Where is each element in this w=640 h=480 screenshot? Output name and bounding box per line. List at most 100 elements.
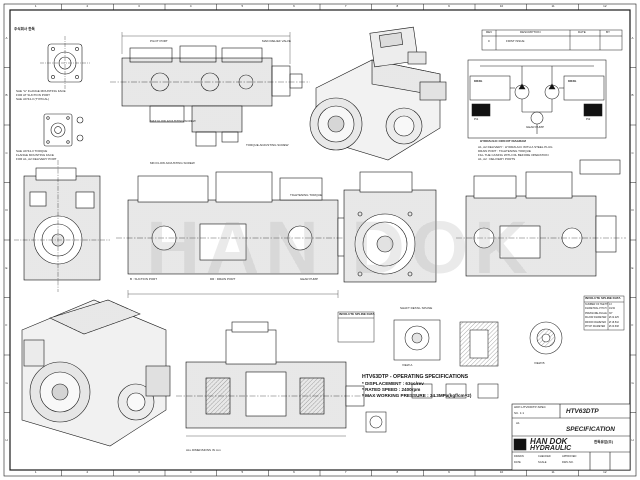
- zone-column-label: 10: [499, 470, 504, 474]
- spline-row-label: MINOR DIAMETER: [585, 320, 606, 324]
- rev-header-date: DATE: [578, 30, 586, 34]
- zone-column-label: 9: [448, 470, 450, 474]
- spline-row-value: 16/32: [609, 307, 615, 311]
- callout-min-flow: MIN FLOW ADJUSTING SCREW: [150, 161, 195, 165]
- note-drain: DRAIN PORT : TIGHTENING TORQUE: [478, 149, 531, 153]
- zone-row-label: E: [5, 265, 8, 270]
- mount-note-4: SAE J2744-3 TORQUE: [16, 149, 48, 153]
- zone-row-label: D: [631, 208, 634, 213]
- pump-section-view: [176, 321, 376, 437]
- title-block-brand-2: HYDRAULIC: [530, 445, 572, 452]
- zone-column-label: 4: [189, 470, 192, 474]
- label-drain: DR : DRAIN PORT: [210, 277, 236, 281]
- spline-row-value: 30°: [609, 311, 613, 315]
- title-block-label: DRAWN: [514, 455, 524, 458]
- title-block-label: DATE: [514, 461, 521, 464]
- zone-column-label: 11: [551, 4, 555, 8]
- circuit-title: HYDRAULIC CIRCUIT DIAGRAM: [480, 139, 526, 143]
- pump-isometric-top: [309, 26, 447, 161]
- circuit-regulator-b: KR3G: [568, 79, 577, 83]
- spline-table-title: INVOLUTE SPLINE DATA: [585, 296, 621, 300]
- label-gear-pump: GEAR PUMP: [300, 277, 319, 281]
- circuit-pilot-b: Pi2: [586, 117, 591, 121]
- zone-column-label: 2: [86, 470, 89, 474]
- callout-pilot-port: PILOT PORT: [150, 39, 168, 43]
- footer-note: ALL DIMENSIONS IN mm: [186, 448, 221, 452]
- title-block-company-kr: 한독유압(주): [594, 440, 613, 444]
- spline-row-label: NUMBER OF TEETH: [585, 303, 608, 306]
- zone-column-label: 5: [241, 4, 244, 8]
- title-block-label: CHECKED: [538, 455, 551, 458]
- zone-row-label: F: [631, 323, 634, 328]
- spline-data-table: [583, 295, 625, 331]
- zone-row-label: H: [631, 438, 634, 443]
- zone-row-label: G: [5, 380, 8, 385]
- callout-torque-adj: TORQUE ADJUSTING SCREW: [246, 143, 289, 147]
- title-block-sheet-size: A1: [516, 421, 520, 425]
- zone-column-label: 5: [241, 470, 244, 474]
- callout-main-relief: MAIN RELIEF VALVE: [262, 39, 291, 43]
- spline-row-label: MAJOR DIAMETER: [585, 316, 607, 320]
- rev-header-desc: DESCRIPTION: [520, 30, 541, 34]
- circuit-regulator-a: KR3G: [474, 79, 483, 83]
- label-suction: B : SUCTION PORT: [130, 277, 158, 281]
- zone-column-label: 6: [293, 4, 295, 8]
- zone-row-label: A: [5, 35, 8, 40]
- note-fill: FILL THE CASING WITH OIL BEFORE OPERATIO…: [478, 153, 549, 157]
- company-code: 주식회사 한독: [14, 27, 35, 31]
- revision-table: [481, 29, 623, 51]
- zone-column-label: 6: [293, 470, 295, 474]
- label-shaft-detail: SHAFT DETAIL SPLINE: [400, 306, 433, 310]
- callout-max-flow: MAX FLOW ADJUSTING SCREW: [150, 119, 196, 123]
- callout-tightening: TIGHTENING TORQUE: [290, 193, 323, 197]
- spline-data-table-left: [337, 311, 375, 343]
- zone-column-label: 7: [344, 470, 347, 474]
- spline-row-value: Ø 18.542: [609, 320, 619, 324]
- mount-note-6: FOR A1, A2 DELIVERY PORT: [16, 157, 57, 161]
- zone-row-label: F: [5, 323, 8, 328]
- flange-detail-bottom: [43, 113, 84, 147]
- title-block-scale: SC. 1:1: [514, 411, 525, 415]
- rev-header-rev: REV: [486, 30, 493, 34]
- spec-line-1: * DISPLACEMENT : 63cc/rev: [362, 381, 424, 386]
- note-eng: A1, A2 DELIVERY : HYDRAULIC WITH A STEEL…: [478, 145, 553, 149]
- zone-column-label: 10: [499, 4, 504, 8]
- pump-top-view: [110, 32, 310, 147]
- zone-row-label: C: [631, 150, 634, 155]
- zone-column-label: 3: [138, 470, 140, 474]
- pump-end-view-left: [14, 160, 110, 292]
- circuit-gear-pump: GEAR PUMP: [526, 125, 545, 129]
- spline-table-left-title: INVOLUTE SPLINE DATA: [339, 312, 375, 316]
- zone-column-label: 2: [86, 4, 89, 8]
- spline-row-value: Ø 22.225: [609, 316, 619, 320]
- zone-column-label: 1: [34, 470, 37, 474]
- zone-column-label: 12: [603, 470, 607, 474]
- hydraulic-circuit-diagram: [467, 59, 607, 139]
- zone-column-label: 7: [344, 4, 347, 8]
- mount-note-5: FLANGE MOUNTING FACE: [16, 153, 54, 157]
- zone-column-label: 1: [34, 4, 37, 8]
- zone-row-label: E: [631, 265, 634, 270]
- rev-row-desc: FIRST ISSUE: [506, 39, 525, 43]
- zone-row-label: A: [631, 35, 634, 40]
- spline-row-label: DIAMETRAL PITCH: [585, 307, 607, 311]
- zone-column-label: 12: [603, 4, 607, 8]
- mount-note-2: FOR AT SUCTION PORT: [16, 93, 51, 97]
- mount-note-3: SAE J2744-3 (TYPICAL): [16, 97, 50, 101]
- zone-column-label: 8: [396, 4, 399, 8]
- zone-grid-ticks: [4, 4, 636, 476]
- title-block-dwg-no: HDP-HTV63DTP-SPEC: [514, 405, 546, 409]
- zone-column-label: 3: [138, 4, 140, 8]
- title-block: [511, 403, 631, 471]
- zone-column-label: 8: [396, 470, 399, 474]
- zone-row-label: H: [5, 438, 8, 443]
- pump-isometric-bottom: [21, 299, 171, 447]
- circuit-pilot-a: Pi1: [474, 117, 479, 121]
- zone-row-label: D: [5, 208, 8, 213]
- spline-row-label: PITCH DIAMETER: [585, 325, 606, 328]
- spec-line-2: * RATED SPEED : 2400rpm: [362, 387, 421, 392]
- spec-line-3: * MAX WORKING PRESSURE : 34.3MPa(kgf/cm^…: [362, 393, 472, 398]
- zone-row-label: G: [631, 380, 634, 385]
- zone-column-label: 9: [448, 4, 450, 8]
